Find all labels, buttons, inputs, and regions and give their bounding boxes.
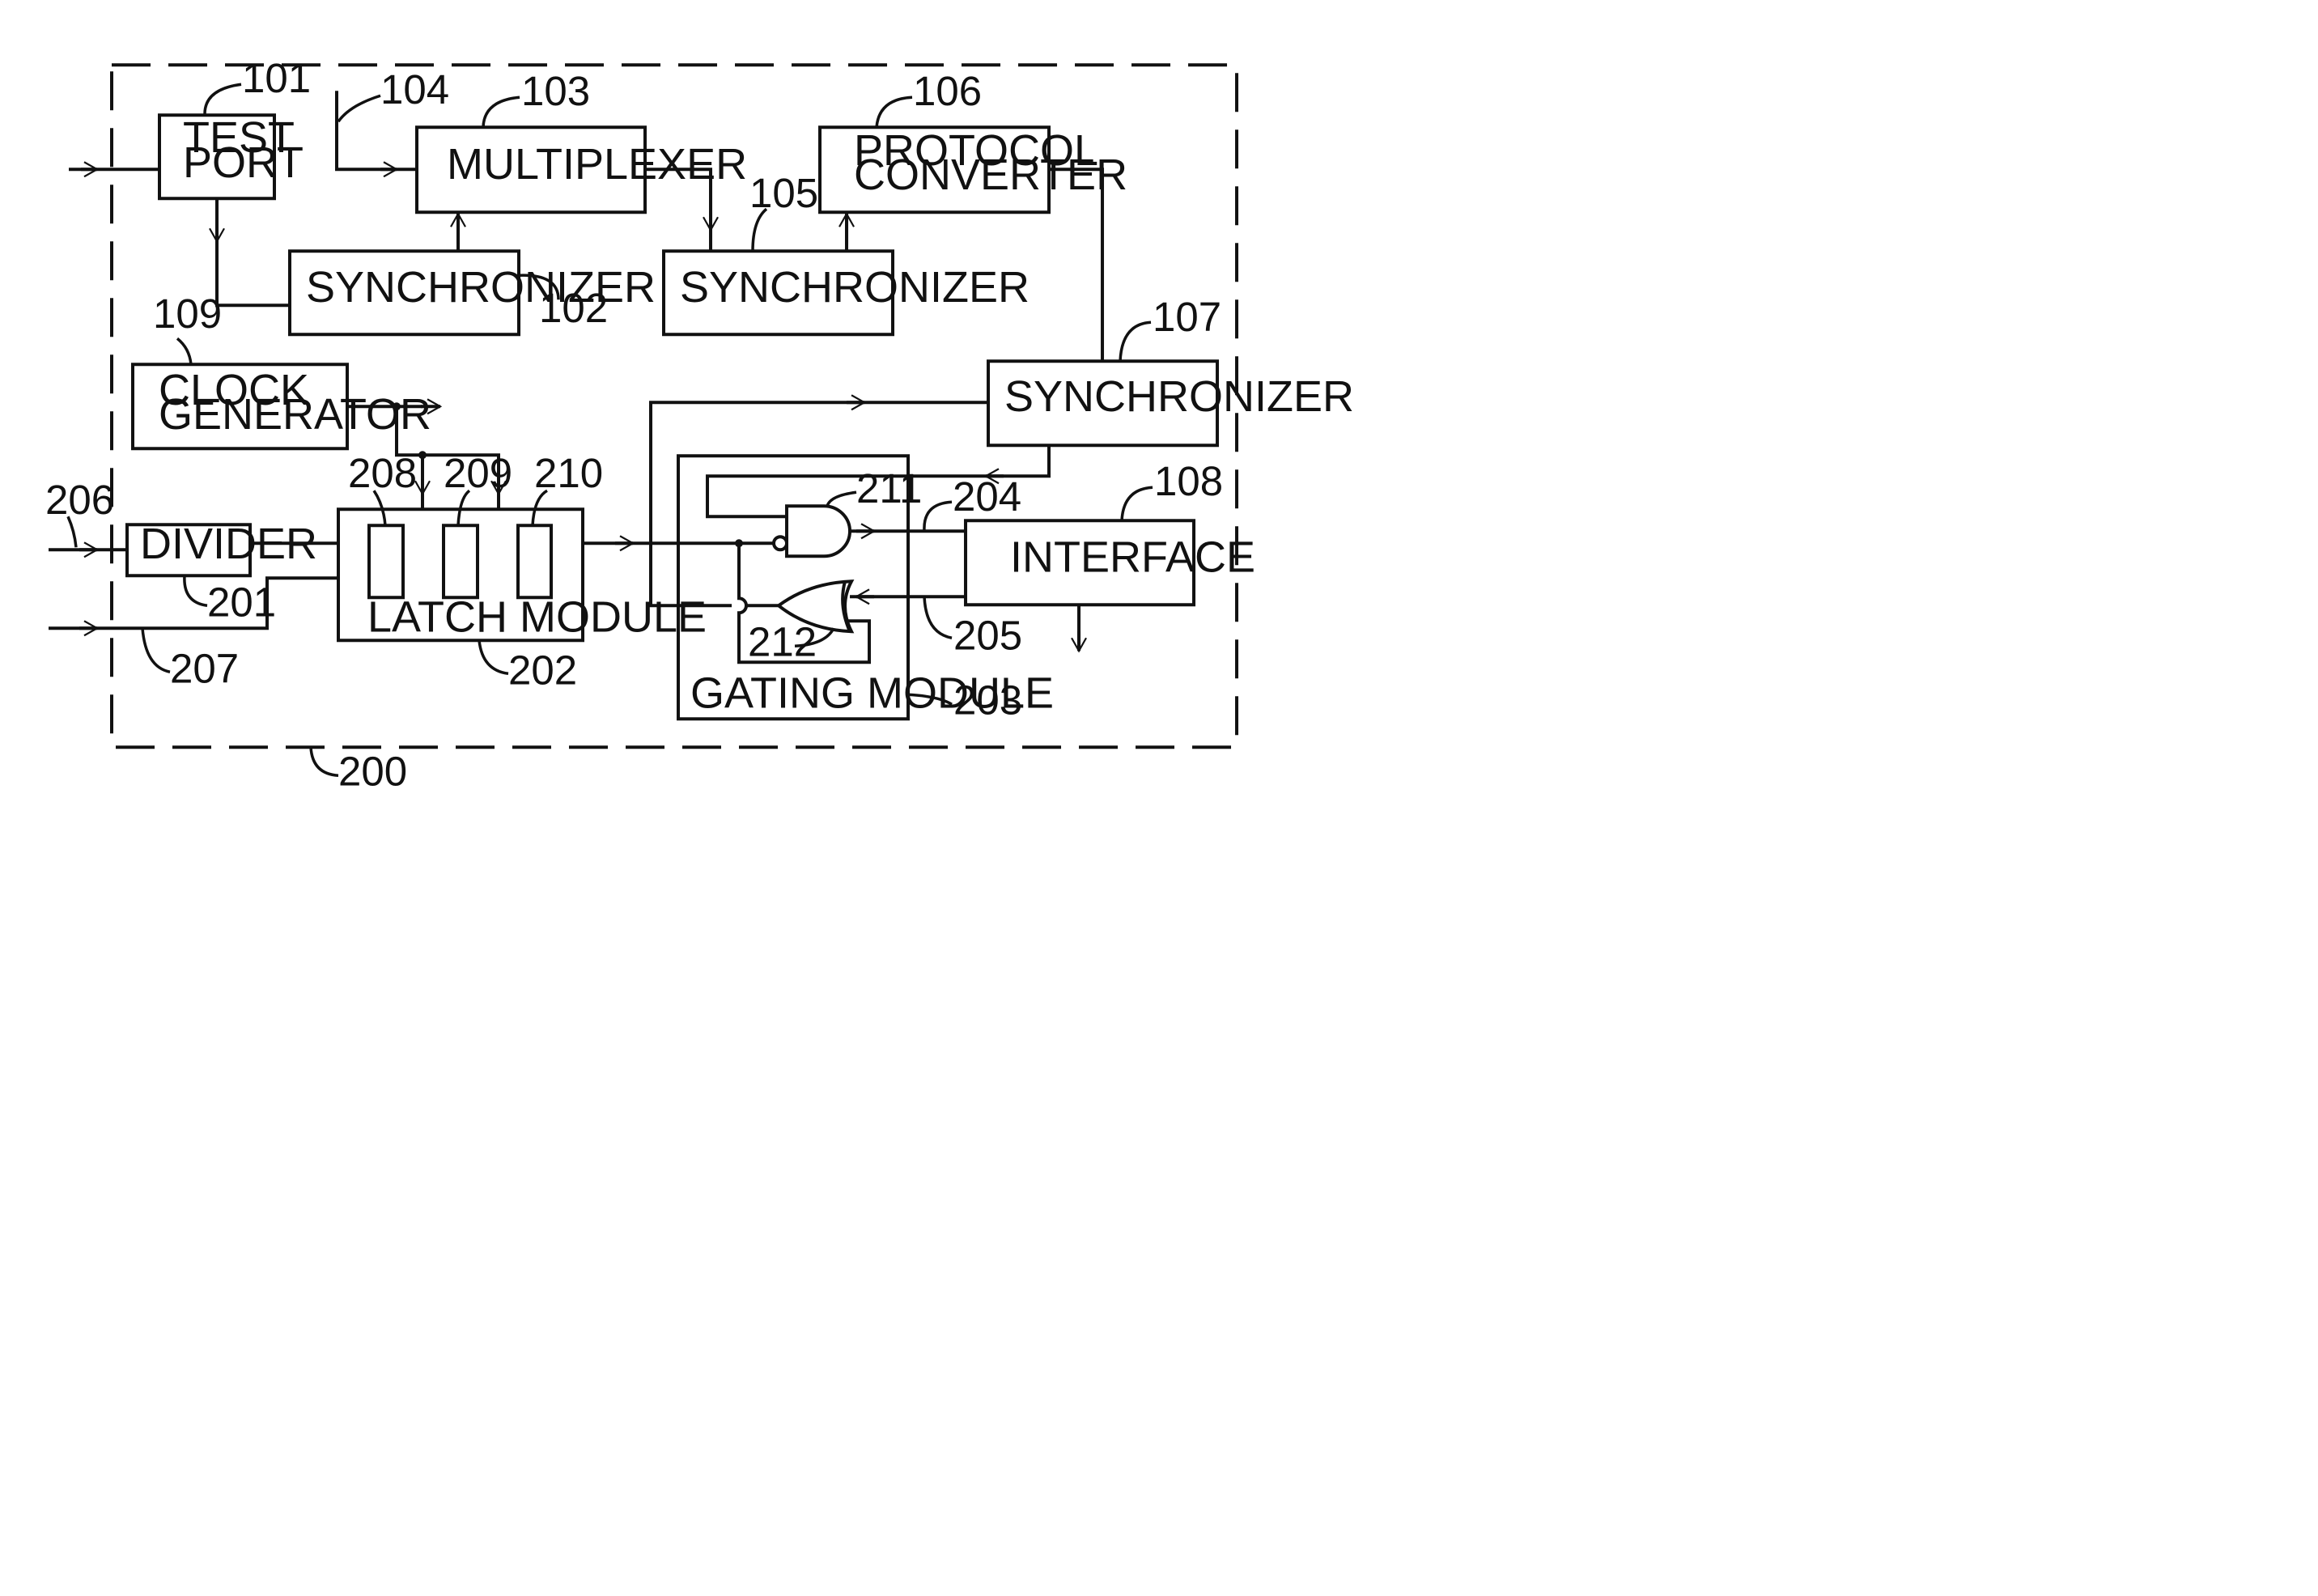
multiplexer-label: MULTIPLEXER [447, 140, 747, 189]
ref-207: 207 [170, 645, 239, 691]
ref-107: 107 [1153, 294, 1221, 340]
synchronizer-107-block: SYNCHRONIZER [988, 361, 1354, 445]
ref-208: 208 [348, 450, 417, 496]
ref-210: 210 [534, 450, 603, 496]
ref-206: 206 [45, 477, 114, 523]
interface-label: INTERFACE [1010, 533, 1255, 581]
synchronizer-105-label: SYNCHRONIZER [680, 263, 1030, 312]
leader-101 [205, 84, 241, 115]
test-port-block: TEST PORT [159, 113, 304, 198]
ref-212: 212 [748, 618, 817, 664]
leader-109 [177, 338, 191, 364]
multiplexer-block: MULTIPLEXER [417, 127, 747, 212]
ref-106: 106 [913, 68, 982, 114]
ref-200: 200 [338, 748, 407, 794]
ref-202: 202 [508, 647, 577, 693]
leader-108 [1122, 487, 1153, 520]
ref-101: 101 [242, 55, 311, 101]
interface-block: INTERFACE [966, 520, 1255, 605]
leader-103 [483, 97, 520, 127]
synchronizer-105-block: SYNCHRONIZER [664, 251, 1030, 334]
nand-gate-211 [774, 506, 850, 556]
leader-204 [924, 502, 952, 531]
ref-209: 209 [444, 450, 512, 496]
protocol-converter-block: PROTOCOL CONVERTER [820, 126, 1127, 212]
ref-103: 103 [521, 68, 590, 114]
junction-dot [418, 451, 427, 459]
ref-201: 201 [207, 579, 276, 625]
divider-block: DIVIDER [127, 520, 317, 575]
ref-205: 205 [953, 612, 1022, 658]
leader-106 [877, 97, 912, 127]
protocol-converter-label-line2: CONVERTER [854, 151, 1127, 199]
leader-211 [827, 492, 856, 506]
leader-205 [924, 596, 952, 638]
leader-207 [142, 628, 170, 672]
clock-generator-block: CLOCK GENERATOR [133, 364, 431, 448]
leader-200 [311, 747, 338, 775]
leader-107 [1120, 322, 1151, 361]
divider-label: DIVIDER [140, 520, 317, 568]
ref-104: 104 [380, 66, 449, 112]
inversion-bubble [774, 537, 787, 550]
ref-203: 203 [953, 677, 1022, 723]
ref-105: 105 [749, 170, 818, 216]
clock-generator-label-line2: GENERATOR [159, 390, 431, 439]
leader-104 [338, 96, 380, 121]
latch-210 [518, 525, 551, 597]
ref-211: 211 [856, 465, 922, 511]
ref-109: 109 [153, 291, 222, 337]
latch-module-label: LATCH MODULE [367, 592, 707, 641]
wire-testport-sync102 [217, 198, 290, 305]
latch-209 [444, 525, 478, 597]
ref-102: 102 [539, 285, 608, 331]
ref-204: 204 [953, 473, 1021, 520]
leader-201 [185, 575, 207, 605]
latch-208 [369, 525, 403, 597]
leader-202 [479, 640, 508, 673]
synchronizer-107-label: SYNCHRONIZER [1004, 372, 1354, 421]
test-port-label-line2: PORT [183, 138, 304, 187]
ref-108: 108 [1154, 458, 1223, 504]
